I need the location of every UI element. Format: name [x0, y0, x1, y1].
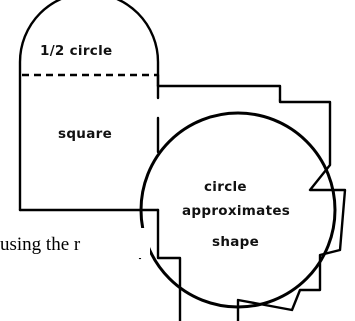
half-circle-outline: [18, 0, 160, 212]
stepped-shape-left: [156, 208, 182, 321]
square-outline: [156, 84, 282, 102]
caption-backdrop: [0, 228, 150, 258]
square-label: square: [58, 126, 112, 142]
circle-label-line3: shape: [212, 234, 259, 250]
half-circle-label: 1/2 circle: [40, 43, 113, 59]
stepped-shape-right: [236, 98, 347, 321]
circle-label-line2: approximates: [182, 203, 290, 219]
circle-label-line1: circle: [204, 179, 247, 195]
caption-text: using the r: [0, 234, 81, 255]
